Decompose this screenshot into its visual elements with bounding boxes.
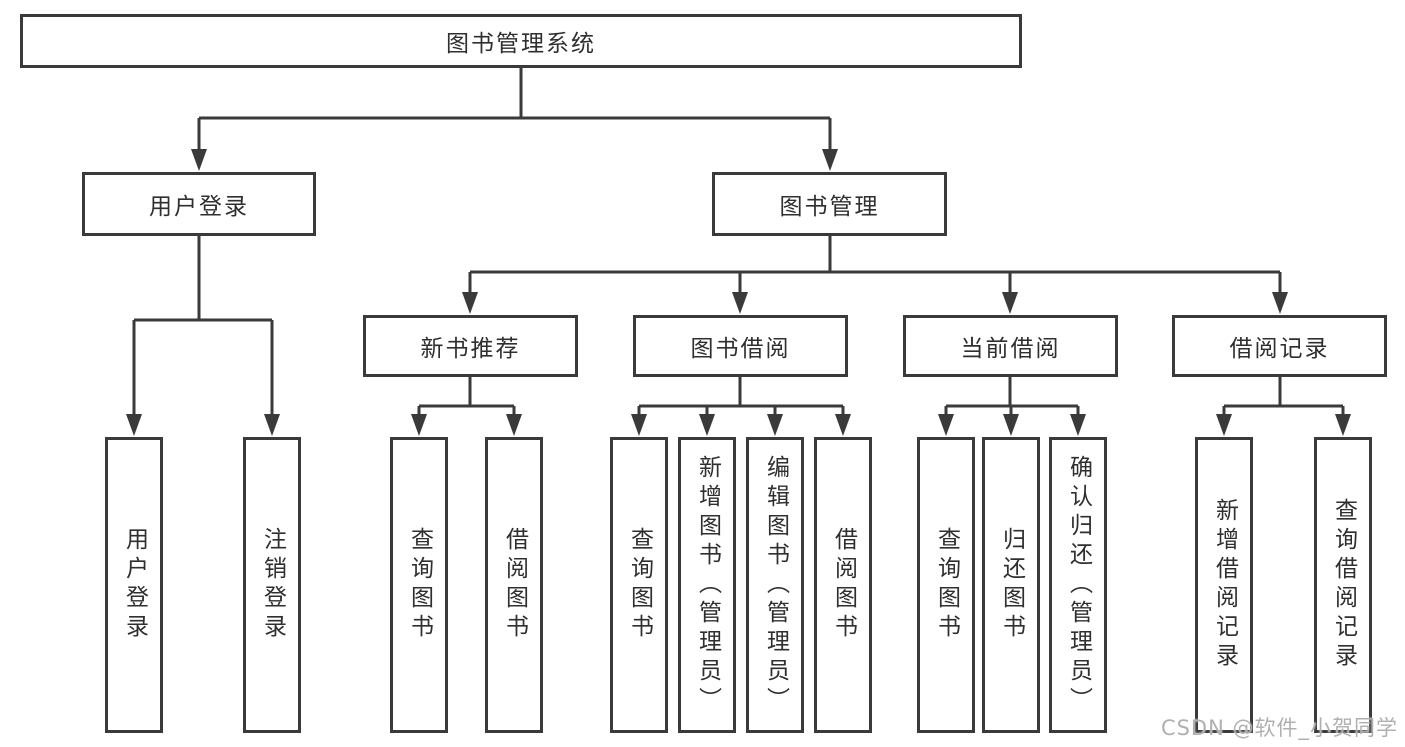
arrow-down-icon bbox=[1335, 414, 1351, 436]
arrow-down-icon bbox=[1002, 292, 1018, 314]
arrow-down-icon bbox=[938, 414, 954, 436]
leaf-borrow-books-recommend: 借阅图书 bbox=[485, 437, 543, 733]
node-label: 图书管理系统 bbox=[446, 31, 596, 57]
node-label: 用户登录 bbox=[149, 194, 249, 220]
node-label: 编辑图书（管理员） bbox=[762, 454, 789, 716]
node-label: 借阅记录 bbox=[1229, 336, 1330, 362]
node-label: 新增图书（管理员） bbox=[694, 454, 721, 716]
node-book-borrow: 图书借阅 bbox=[633, 315, 848, 377]
arrow-down-icon bbox=[1216, 414, 1232, 436]
node-label: 新增借阅记录 bbox=[1211, 498, 1238, 672]
connector-current-borrow-children bbox=[938, 377, 1086, 436]
leaf-borrow-books: 借阅图书 bbox=[814, 437, 872, 733]
node-book-management: 图书管理 bbox=[712, 172, 947, 236]
arrow-down-icon bbox=[126, 414, 142, 436]
arrow-down-icon bbox=[631, 414, 647, 436]
csdn-watermark: CSDN @软件_小贺同学 bbox=[1160, 716, 1398, 740]
node-label: 图书管理 bbox=[779, 194, 880, 220]
node-label: 确认归还（管理员） bbox=[1065, 454, 1092, 716]
connector-user-login-children bbox=[126, 236, 280, 436]
node-label: 当前借阅 bbox=[960, 336, 1061, 362]
node-label: 查询图书 bbox=[406, 527, 433, 643]
arrow-down-icon bbox=[1003, 414, 1019, 436]
leaf-query-books-recommend: 查询图书 bbox=[390, 437, 448, 733]
node-label: 图书借阅 bbox=[690, 336, 791, 362]
arrow-down-icon bbox=[767, 414, 783, 436]
connector-book-mgmt-to-level3 bbox=[462, 236, 1288, 314]
connector-book-borrow-children bbox=[631, 377, 851, 436]
connector-root-to-level2 bbox=[191, 68, 838, 171]
node-label: 新书推荐 bbox=[420, 336, 521, 362]
node-user-login: 用户登录 bbox=[82, 172, 316, 236]
arrow-down-icon bbox=[822, 149, 838, 171]
connector-records-children bbox=[1216, 377, 1351, 436]
leaf-add-books-admin: 新增图书（管理员） bbox=[678, 437, 736, 733]
connector-new-rec-children bbox=[411, 377, 522, 436]
node-label: 借阅图书 bbox=[501, 527, 528, 643]
leaf-return-books: 归还图书 bbox=[982, 437, 1040, 733]
leaf-confirm-return-admin: 确认归还（管理员） bbox=[1049, 437, 1107, 733]
node-root-library-system: 图书管理系统 bbox=[20, 14, 1022, 68]
arrow-down-icon bbox=[462, 292, 478, 314]
node-label: 查询借阅记录 bbox=[1330, 498, 1357, 672]
arrow-down-icon bbox=[1070, 414, 1086, 436]
leaf-query-books-borrow: 查询图书 bbox=[610, 437, 668, 733]
arrow-down-icon bbox=[411, 414, 427, 436]
leaf-user-login: 用户登录 bbox=[105, 437, 163, 733]
node-label: 用户登录 bbox=[121, 527, 148, 643]
leaf-logout: 注销登录 bbox=[243, 437, 301, 733]
node-label: 借阅图书 bbox=[830, 527, 857, 643]
node-label: 查询图书 bbox=[626, 527, 653, 643]
leaf-edit-books-admin: 编辑图书（管理员） bbox=[746, 437, 804, 733]
node-label: 查询图书 bbox=[933, 527, 960, 643]
arrow-down-icon bbox=[191, 149, 207, 171]
node-label: 注销登录 bbox=[259, 527, 286, 643]
arrow-down-icon bbox=[506, 414, 522, 436]
leaf-query-books-current: 查询图书 bbox=[917, 437, 975, 733]
arrow-down-icon bbox=[835, 414, 851, 436]
leaf-add-borrow-record: 新增借阅记录 bbox=[1195, 437, 1253, 733]
arrow-down-icon bbox=[732, 292, 748, 314]
node-borrow-records: 借阅记录 bbox=[1172, 315, 1387, 377]
arrow-down-icon bbox=[264, 414, 280, 436]
arrow-down-icon bbox=[699, 414, 715, 436]
node-label: 归还图书 bbox=[998, 527, 1025, 643]
arrow-down-icon bbox=[1272, 292, 1288, 314]
leaf-query-borrow-record: 查询借阅记录 bbox=[1314, 437, 1372, 733]
node-current-borrow: 当前借阅 bbox=[903, 315, 1118, 377]
node-new-book-recommend: 新书推荐 bbox=[363, 315, 578, 377]
